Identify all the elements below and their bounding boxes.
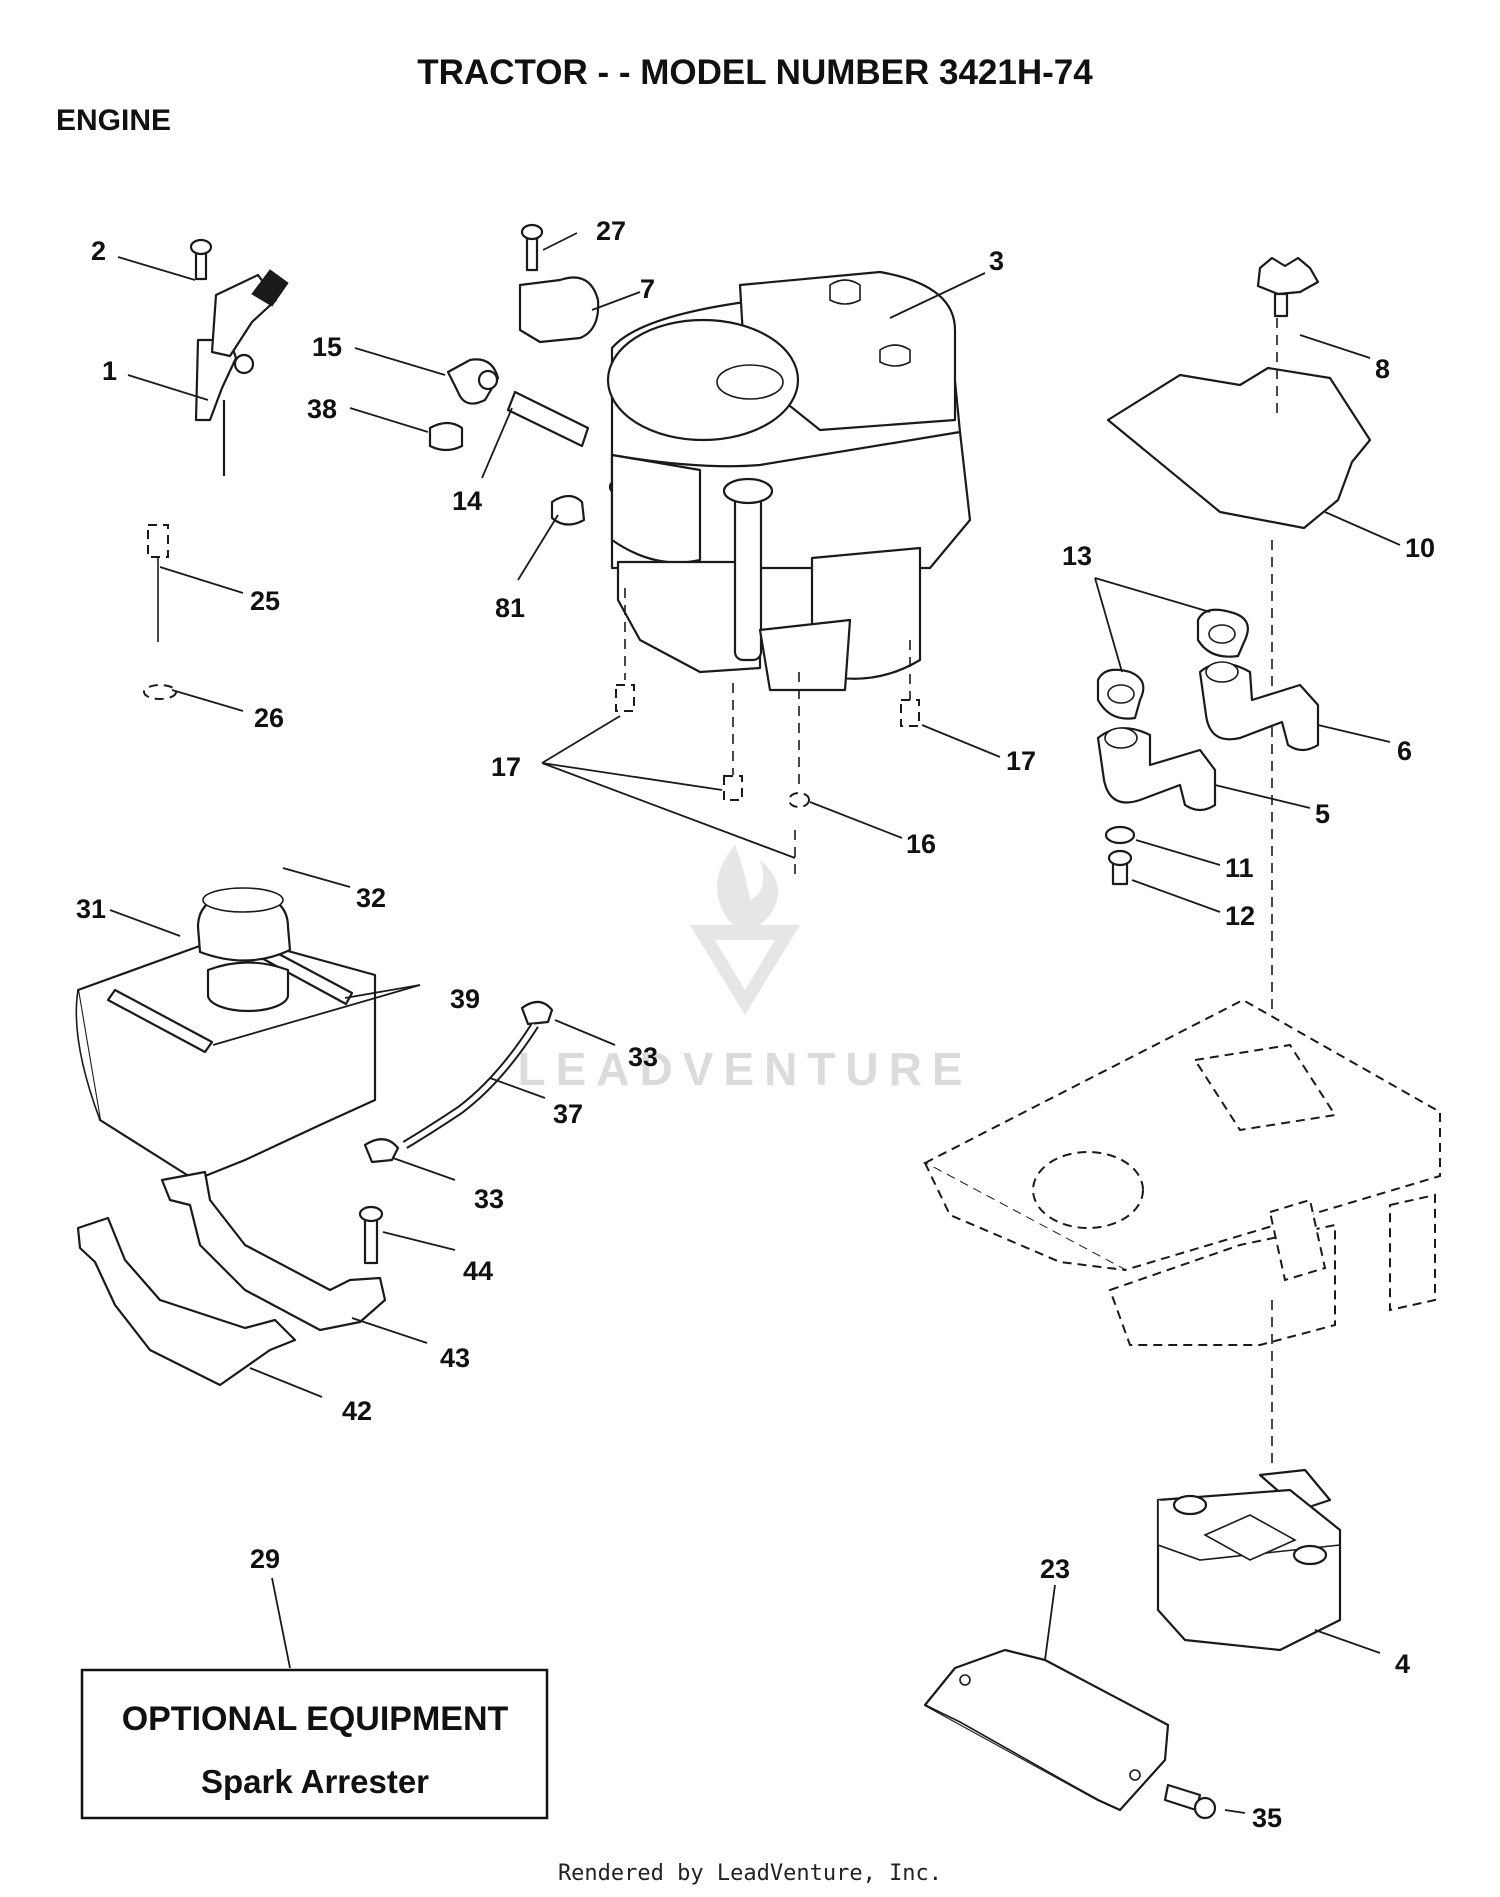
knob-8-stud <box>1273 292 1289 318</box>
callout-7: 7 <box>640 274 655 304</box>
callout-13: 13 <box>1062 541 1092 571</box>
callout-11: 11 <box>1225 853 1254 883</box>
callout-33-upper: 33 <box>628 1042 658 1072</box>
engine-hub <box>716 364 784 400</box>
callout-32: 32 <box>356 883 386 913</box>
optional-box-subtitle: Spark Arrester <box>201 1763 429 1800</box>
muffler-guard-assembly <box>923 1648 1217 1820</box>
throttle-control-assembly <box>189 238 289 476</box>
callout-44: 44 <box>463 1256 493 1286</box>
exhaust-assembly <box>1096 608 1320 886</box>
frame-opening <box>1193 1043 1337 1132</box>
callout-35: 35 <box>1252 1803 1282 1833</box>
callout-33-lower: 33 <box>474 1184 504 1214</box>
callout-16: 16 <box>906 829 936 859</box>
heat-shield-assembly <box>1106 256 1372 1040</box>
diagram-title: TRACTOR - - MODEL NUMBER 3421H-74 <box>417 53 1093 92</box>
callout-27: 27 <box>596 216 626 246</box>
callout-4: 4 <box>1395 1649 1410 1679</box>
leadventure-watermark: LEADVENTURE <box>517 845 972 1095</box>
control-pivot <box>233 353 255 375</box>
callout-10: 10 <box>1405 533 1435 563</box>
callout-numbers: 2 1 27 7 3 15 38 14 81 8 10 13 6 5 11 12… <box>76 216 1435 1833</box>
leader-lines <box>109 232 1401 1814</box>
callout-12: 12 <box>1225 901 1255 931</box>
callout-14: 14 <box>452 486 482 516</box>
engine-flywheel-screen <box>606 318 800 442</box>
frame-side-plate <box>1108 1223 1336 1346</box>
nut-38 <box>428 421 464 452</box>
callout-38: 38 <box>307 394 337 424</box>
engine-assembly <box>606 270 972 692</box>
screw-2-head <box>189 238 213 256</box>
callout-43: 43 <box>440 1343 470 1373</box>
clamp-7 <box>518 276 600 344</box>
callout-1: 1 <box>102 356 117 386</box>
callout-23: 23 <box>1040 1554 1070 1584</box>
clip-26 <box>143 684 177 700</box>
dipstick-cap <box>722 477 774 505</box>
pin-assembly <box>143 524 177 700</box>
frame-mount-tab <box>1268 1198 1327 1282</box>
callout-37: 37 <box>553 1099 583 1129</box>
watermark-text: LEADVENTURE <box>517 1043 972 1095</box>
callout-39: 39 <box>450 984 480 1014</box>
callout-8: 8 <box>1375 354 1390 384</box>
screw-27-head <box>520 223 544 241</box>
callout-31: 31 <box>76 894 106 924</box>
nut-81 <box>550 494 586 526</box>
knob-8 <box>1256 256 1320 296</box>
callout-26: 26 <box>254 703 284 733</box>
footer-credit: Rendered by LeadVenture, Inc. <box>558 1861 942 1886</box>
optional-box-frame <box>80 1668 549 1820</box>
engine-fasteners <box>615 588 920 880</box>
callout-17-left: 17 <box>491 752 521 782</box>
fuel-line-assembly <box>363 1000 554 1164</box>
callout-3: 3 <box>989 246 1004 276</box>
exhaust-pipe-5 <box>1096 727 1217 812</box>
hose-clamp-33a <box>520 1000 554 1026</box>
tank-bracket-43 <box>160 1170 387 1332</box>
tank-bracket-assembly <box>76 1170 387 1387</box>
callout-42: 42 <box>342 1396 372 1426</box>
callout-5: 5 <box>1315 799 1330 829</box>
chassis-frame <box>922 998 1441 1470</box>
muffler-assembly <box>1156 1468 1342 1652</box>
engine-cylinder <box>610 453 702 564</box>
dipstick-tube <box>733 493 763 662</box>
fuel-tank-assembly <box>75 887 377 1182</box>
callout-15: 15 <box>312 332 342 362</box>
callout-81: 81 <box>495 593 525 623</box>
optional-box-title: OPTIONAL EQUIPMENT <box>122 1700 509 1738</box>
fuel-line-37 <box>402 1022 539 1149</box>
section-label: ENGINE <box>56 104 171 137</box>
callout-29: 29 <box>250 1544 280 1574</box>
frame-hole <box>1032 1151 1144 1229</box>
optional-equipment-box: OPTIONAL EQUIPMENT Spark Arrester <box>80 1668 549 1820</box>
frame-front-edge <box>924 1162 1126 1271</box>
heat-shield-10 <box>1106 366 1372 530</box>
frame-rear-bracket <box>1389 1193 1436 1312</box>
screw-44 <box>363 1213 379 1265</box>
clamp-assembly <box>518 223 600 344</box>
washer-11 <box>1104 825 1136 845</box>
fuel-fittings <box>428 358 624 526</box>
engine-mount-flange <box>758 618 852 692</box>
pin-25-head <box>147 524 169 558</box>
tank-bracket-42 <box>76 1216 297 1387</box>
callout-17-right: 17 <box>1006 746 1036 776</box>
callout-6: 6 <box>1397 736 1412 766</box>
muffler-guard-23 <box>923 1648 1170 1812</box>
control-lever-knob <box>251 269 289 307</box>
callout-25: 25 <box>250 586 280 616</box>
nipple-14 <box>506 390 590 448</box>
callout-2: 2 <box>91 236 106 266</box>
tank-strip-39a <box>106 988 214 1054</box>
